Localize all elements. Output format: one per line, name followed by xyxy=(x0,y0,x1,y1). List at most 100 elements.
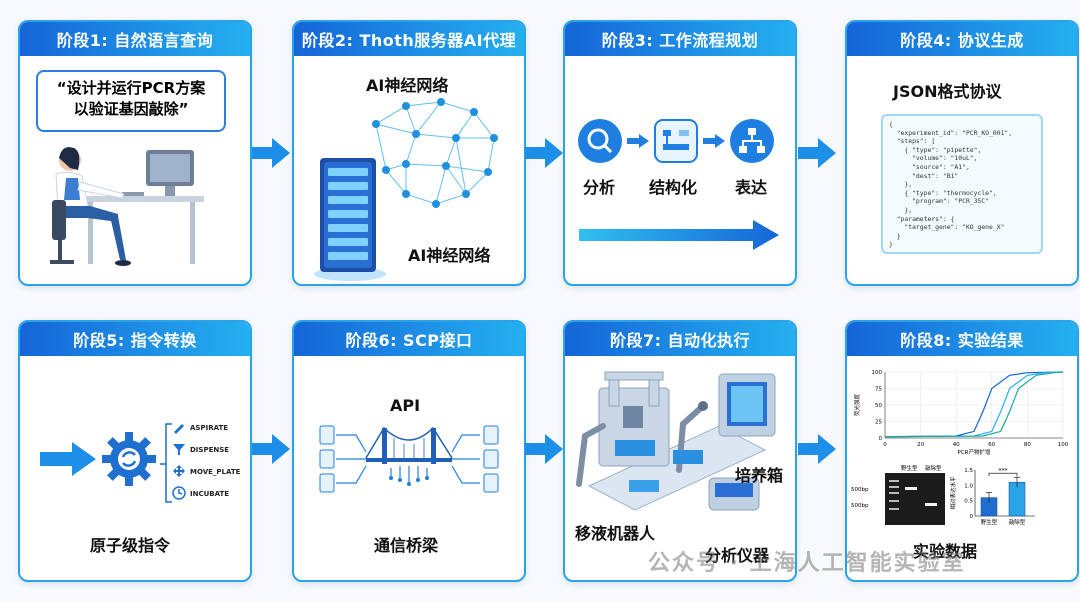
curve-x-tick: 40 xyxy=(953,442,960,448)
watermark-text: 公众号 · 上海人工智能实验室 xyxy=(648,551,966,576)
scientist-at-computer-illustration xyxy=(50,147,204,266)
code-line: "parameters": { xyxy=(889,214,955,223)
code-line: "source": "A1", xyxy=(889,162,970,171)
flow-arrow-5 xyxy=(525,434,563,464)
comm-bridge-caption: 通信桥梁 xyxy=(374,536,439,555)
stage4-card: 阶段4: 协议生成 JSON格式协议 { "experiment_id": "P… xyxy=(845,20,1079,286)
json-code-block: { "experiment_id": "PCR_KO_001", "steps"… xyxy=(881,114,1043,254)
neural-network-brain-illustration xyxy=(372,98,498,208)
curve-x-tick: 0 xyxy=(883,442,887,448)
code-line: }, xyxy=(889,180,913,189)
stage8-title: 阶段8: 实验结果 xyxy=(847,322,1077,356)
stage4-title: 阶段4: 协议生成 xyxy=(847,22,1077,56)
step-arrow-icon xyxy=(627,134,649,148)
curve-y-tick: 25 xyxy=(875,420,882,426)
experiment-data-caption: 实验数据 xyxy=(913,542,978,561)
stage7-title: 阶段7: 自动化执行 xyxy=(565,322,795,356)
code-line: "volume": "10uL", xyxy=(889,154,978,163)
incubator-label: 培养箱 xyxy=(735,466,784,485)
curve-y-tick: 75 xyxy=(875,387,882,393)
bar-category-label: 敲除型 xyxy=(1009,518,1026,526)
bar-category-label: 野生型 xyxy=(981,518,998,526)
long-flow-arrow-icon xyxy=(579,220,779,250)
stage5-title: 阶段5: 指令转换 xyxy=(20,322,250,356)
step-express-label: 表达 xyxy=(735,178,768,197)
bar xyxy=(1008,482,1026,517)
gel-label-wt: 野生型 xyxy=(901,464,918,472)
flow-arrow-1 xyxy=(252,138,290,168)
curve-x-tick: 80 xyxy=(1024,442,1031,448)
flow-arrow-2 xyxy=(525,138,563,168)
bar-y-tick: 1.5 xyxy=(964,468,973,474)
structure-chart-icon xyxy=(654,119,698,163)
gel-electrophoresis-image: 野生型 敲除型 500bp 500bp xyxy=(851,464,945,525)
command-incubate: INCUBATE xyxy=(190,490,230,498)
gel-label-ko: 敲除型 xyxy=(925,464,942,472)
command-aspirate: ASPIRATE xyxy=(190,424,229,432)
code-line: "steps": [ xyxy=(889,137,936,146)
code-line: } xyxy=(889,231,901,240)
command-dispense: DISPENSE xyxy=(190,446,230,454)
clock-icon xyxy=(172,486,186,500)
significance-bracket xyxy=(988,472,1018,477)
code-line: { xyxy=(889,120,893,128)
amplification-curve xyxy=(884,371,1064,438)
curve-x-tick: 60 xyxy=(988,442,995,448)
bar-y-tick: 1.0 xyxy=(964,483,973,489)
stage6-title: 阶段6: SCP接口 xyxy=(294,322,524,356)
flow-arrow-3 xyxy=(798,138,836,168)
pipetting-robot-label: 移液机器人 xyxy=(575,524,656,543)
stage6-card: 阶段6: SCP接口 API 通信桥梁 xyxy=(292,320,526,582)
code-line: }, xyxy=(889,205,913,214)
hierarchy-icon xyxy=(730,119,774,163)
code-line: } xyxy=(889,240,893,249)
bridge-icon xyxy=(319,425,499,493)
command-move-plate: MOVE_PLATE xyxy=(190,468,241,476)
neural-network-label-bottom: AI神经网络 xyxy=(408,246,491,265)
magnifier-icon xyxy=(578,119,622,163)
curve-x-label: PCR产物扩增 xyxy=(958,448,991,456)
gel-marker-1: 500bp xyxy=(851,487,869,493)
curve-y-label: 荧光强度 xyxy=(853,394,861,417)
code-line: { "type": "pipette", xyxy=(889,145,982,154)
stage1-card: 阶段1: 自然语言查询 “设计并运行PCR方案 以验证基因敲除” xyxy=(18,20,252,286)
stage2-card: 阶段2: Thoth服务器AI代理 AI神经网络 xyxy=(292,20,526,286)
lab-automation-illustration xyxy=(576,371,776,511)
gel-marker-2: 500bp xyxy=(851,503,869,509)
flow-arrow-4 xyxy=(252,434,290,464)
stage5-card: 阶段5: 指令转换 ASPIRATE DISPENSE MOVE_PLATE I… xyxy=(18,320,252,582)
stage3-title: 阶段3: 工作流程规划 xyxy=(565,22,795,56)
curve-y-tick: 50 xyxy=(875,403,882,409)
api-label: API xyxy=(390,396,421,415)
analyzer-label: 分析仪器 xyxy=(705,546,770,565)
significance-stars: *** xyxy=(999,467,1008,474)
code-line: "program": "PCR_35C" xyxy=(889,197,990,206)
query-line-2: 以验证基因敲除” xyxy=(73,100,189,118)
stage3-card: 阶段3: 工作流程规划 分析 结构化 表达 xyxy=(563,20,797,286)
stage2-title: 阶段2: Thoth服务器AI代理 xyxy=(294,22,524,56)
code-line: "dest": "B1" xyxy=(889,171,959,180)
step-structure-label: 结构化 xyxy=(649,178,698,197)
bar-y-label: 相对表达水平 xyxy=(949,476,957,510)
code-line: "experiment_id": "PCR_KO_001", xyxy=(889,128,1013,137)
json-protocol-title: JSON格式协议 xyxy=(893,82,1002,101)
command-bracket xyxy=(160,423,172,503)
conversion-gear-icon xyxy=(102,432,156,486)
move-icon xyxy=(173,465,185,477)
atomic-commands-caption: 原子级指令 xyxy=(90,536,171,555)
step-analyze-label: 分析 xyxy=(583,178,616,197)
stage7-card: 阶段7: 自动化执行 培养箱 移液机器人 分析仪器 xyxy=(563,320,797,582)
stage1-title: 阶段1: 自然语言查询 xyxy=(20,22,250,56)
step-arrow-icon xyxy=(703,134,725,148)
code-line: "target_gene": "KO_gene_X" xyxy=(889,223,1005,232)
amplification-curve xyxy=(884,371,1064,438)
bar-y-tick: 0.5 xyxy=(964,499,973,505)
bar-y-tick: 0 xyxy=(970,514,974,520)
code-line: { "type": "thermocycle", xyxy=(889,188,997,197)
funnel-icon xyxy=(173,444,185,455)
pipette-icon xyxy=(174,424,184,434)
flow-arrow-6 xyxy=(798,434,836,464)
